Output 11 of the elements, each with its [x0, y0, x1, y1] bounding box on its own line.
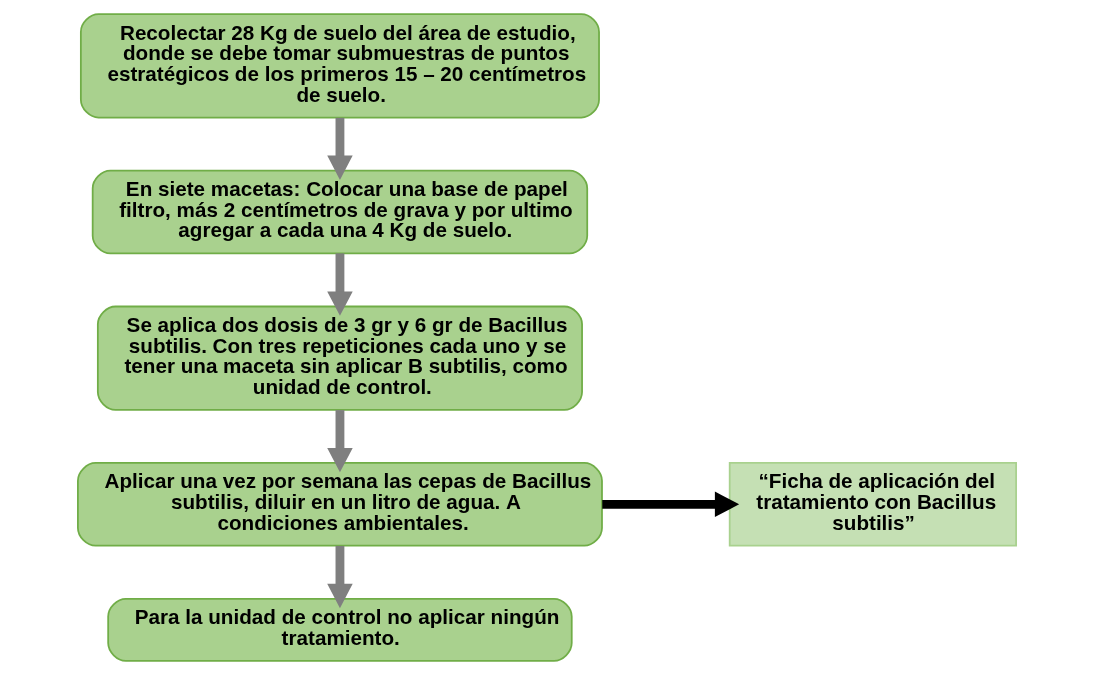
node-box: Recolectar 28 Kg de suelo del área de estudio, donde se debe tomar submuestras de puntos estratégicos de los primeros 15 – 20 centímetros de suelo. [79, 13, 600, 119]
node-box: Aplicar una vez por semana las cepas de Bacillus subtilis, diluir en un litro de agua. A condiciones ambientales. [77, 462, 603, 547]
arrow [327, 545, 353, 609]
node-box: “Ficha de aplicación del tratamiento con Bacillus subtilis” [728, 462, 1017, 547]
arrow [327, 410, 353, 473]
node-box: En siete macetas: Colocar una base de papel filtro, más 2 centímetros de grava y por ultimo agregar a cada una 4 Kg de suelo. [91, 169, 589, 255]
node-box: Para la unidad de control no aplicar ningún tratamiento. [107, 597, 573, 662]
node-box: Se aplica dos dosis de 3 gr y 6 gr de Bacillus subtilis. Con tres repeticiones cada uno y se tener una maceta sin aplicar B subtilis, como unidad de control. [96, 305, 583, 411]
arrow [327, 117, 353, 180]
arrow [602, 491, 740, 518]
arrow [327, 253, 353, 316]
